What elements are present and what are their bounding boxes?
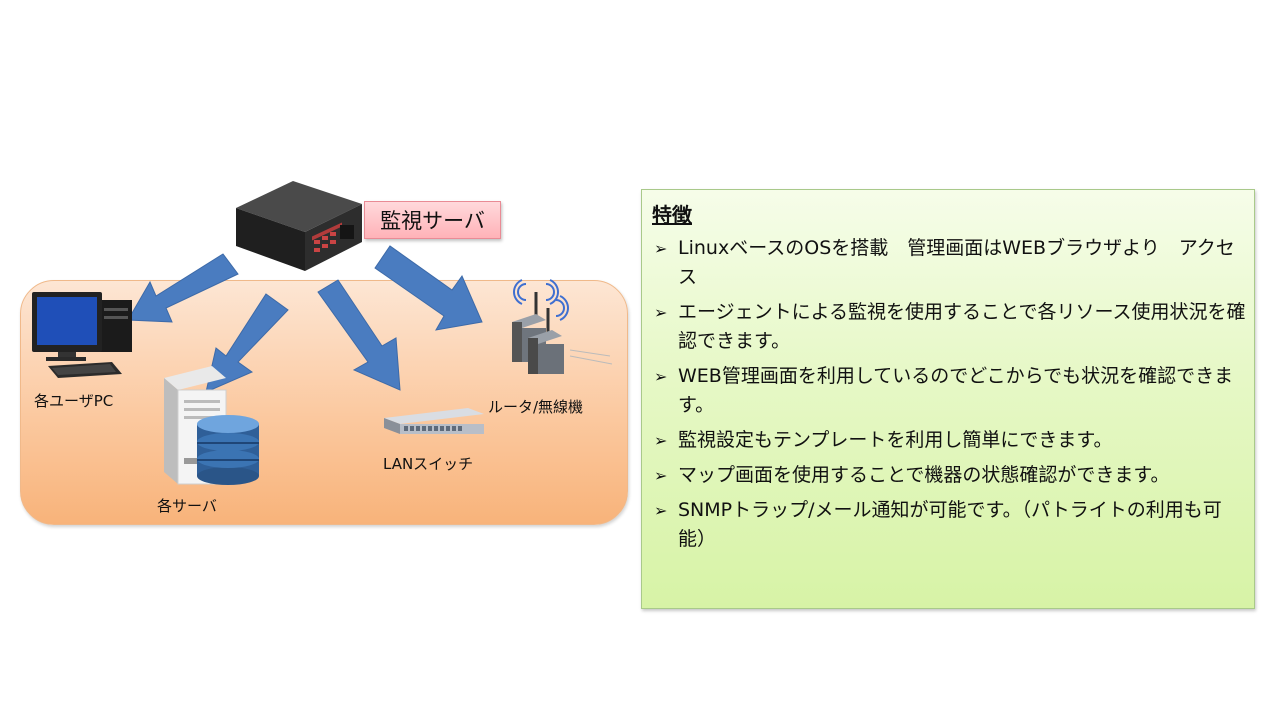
feature-item: ➢SNMPトラップ/メール通知が可能です。（パトライトの利用も可能） [652,496,1246,554]
feature-item: ➢WEB管理画面を利用しているのでどこからでも状況を確認できます。 [652,362,1246,420]
lan-switch-icon [384,408,484,434]
arrow-to-servers [205,293,289,393]
arrow-bullet-icon: ➢ [654,501,668,520]
arrow-bullet-icon: ➢ [654,367,668,386]
feature-item: ➢監視設定もテンプレートを利用し簡単にできます。 [652,426,1246,455]
features-list: ➢LinuxベースのOSを搭載 管理画面はWEBブラウザより アクセス ➢エージ… [652,234,1246,554]
router-label: ルータ/無線機 [488,398,584,416]
monitoring-arrows [127,245,483,393]
arrow-bullet-icon: ➢ [654,431,668,450]
feature-item: ➢LinuxベースのOSを搭載 管理画面はWEBブラウザより アクセス [652,234,1246,292]
arrow-to-pc [127,253,239,323]
arrow-bullet-icon: ➢ [654,466,668,485]
lan-switch-label: LANスイッチ [383,455,474,473]
user-pc-icon [32,292,132,378]
arrow-to-router [374,245,483,331]
monitoring-server-icon [236,181,362,271]
arrow-to-switch [317,279,401,391]
router-icon [512,279,613,374]
user-pc-label: 各ユーザPC [34,392,114,410]
features-panel: 特徴 ➢LinuxベースのOSを搭載 管理画面はWEBブラウザより アクセス ➢… [641,189,1255,609]
database-icon [197,415,259,485]
arrow-bullet-icon: ➢ [654,303,668,322]
monitoring-server-label: 監視サーバ [364,201,501,239]
feature-item: ➢エージェントによる監視を使用することで各リソース使用状況を確認できます。 [652,298,1246,356]
feature-item: ➢マップ画面を使用することで機器の状態確認ができます。 [652,461,1246,490]
arrow-bullet-icon: ➢ [654,239,668,258]
servers-label: 各サーバ [157,497,217,515]
features-title: 特徴 [652,203,692,227]
